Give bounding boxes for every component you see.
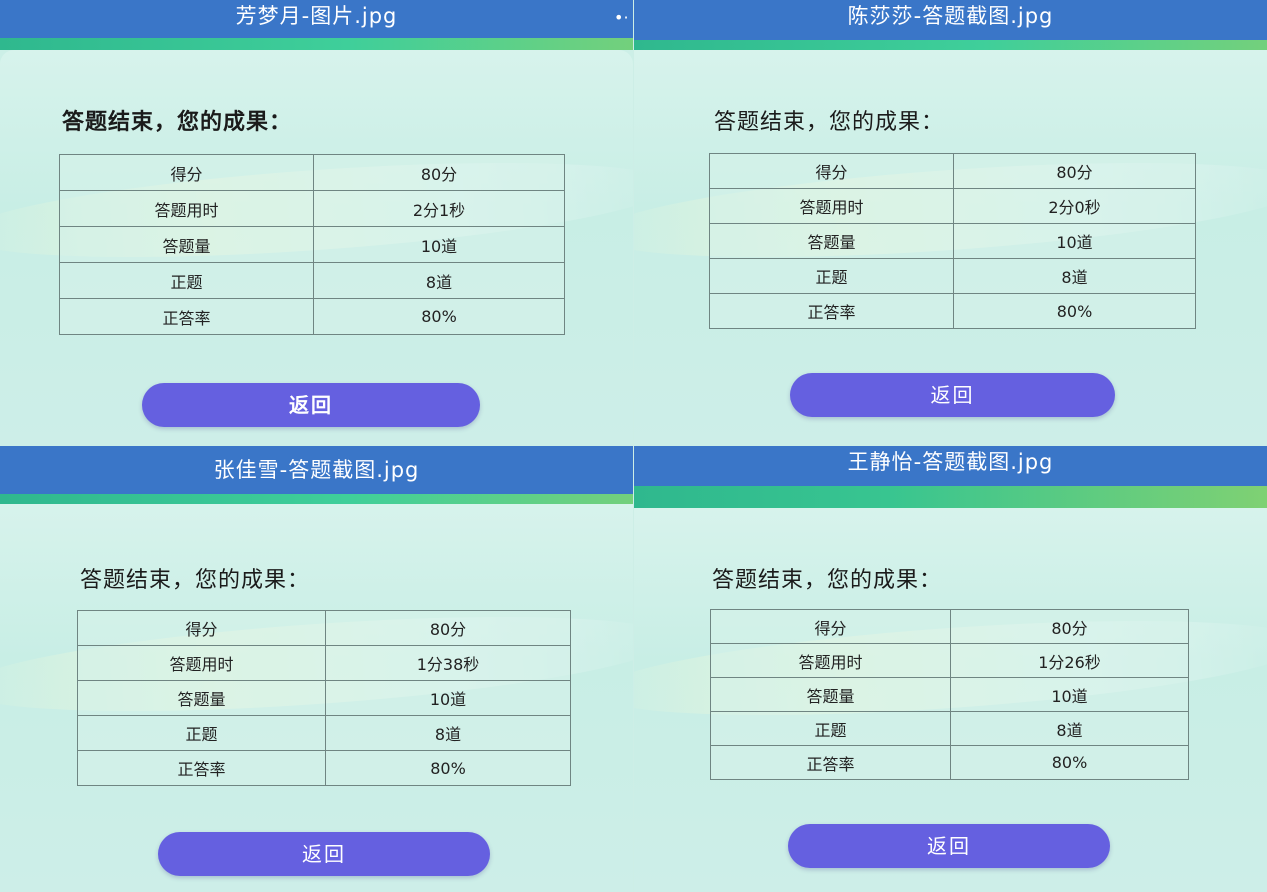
row-label: 正答率 — [709, 293, 954, 329]
back-button[interactable]: 返回 — [788, 824, 1110, 868]
row-label: 正题 — [59, 262, 314, 299]
row-value: 80% — [325, 750, 571, 786]
result-heading: 答题结束，您的成果： — [714, 110, 945, 135]
row-label: 答题用时 — [710, 643, 951, 678]
row-label: 正答率 — [710, 745, 951, 780]
row-label: 正题 — [77, 715, 326, 751]
row-label: 得分 — [77, 610, 326, 646]
row-value: 2分0秒 — [953, 188, 1196, 224]
row-label: 正题 — [709, 258, 954, 294]
row-value: 10道 — [953, 223, 1196, 259]
row-label: 答题用时 — [77, 645, 326, 681]
row-value: 80% — [950, 745, 1189, 780]
row-label: 正答率 — [77, 750, 326, 786]
row-value: 8道 — [325, 715, 571, 751]
row-value: 80分 — [953, 153, 1196, 189]
row-value: 80分 — [313, 154, 565, 191]
row-label: 正题 — [710, 711, 951, 746]
row-label: 正答率 — [59, 298, 314, 335]
result-heading: 答题结束，您的成果： — [80, 568, 311, 593]
back-button[interactable]: 返回 — [790, 373, 1115, 417]
row-value: 2分1秒 — [313, 190, 565, 227]
row-value: 8道 — [950, 711, 1189, 746]
row-value: 10道 — [313, 226, 565, 263]
separator-dots: •· — [614, 8, 629, 27]
row-value: 80分 — [950, 609, 1189, 644]
row-label: 得分 — [710, 609, 951, 644]
row-label: 答题量 — [59, 226, 314, 263]
row-value: 10道 — [325, 680, 571, 716]
row-value: 80% — [313, 298, 565, 335]
panel-title: 王静怡-答题截图.jpg — [634, 446, 1267, 486]
header-accent-bar — [0, 38, 633, 50]
row-label: 答题量 — [709, 223, 954, 259]
header-accent-bar — [634, 40, 1267, 52]
result-heading: 答题结束，您的成果： — [712, 568, 943, 593]
panel-title: 张佳雪-答题截图.jpg — [0, 446, 633, 496]
row-value: 10道 — [950, 677, 1189, 712]
row-label: 得分 — [709, 153, 954, 189]
row-label: 答题量 — [77, 680, 326, 716]
row-label: 得分 — [59, 154, 314, 191]
back-button[interactable]: 返回 — [142, 383, 480, 427]
row-label: 答题量 — [710, 677, 951, 712]
header-accent-bar — [0, 494, 633, 504]
panel-title: 芳梦月-图片.jpg — [0, 0, 633, 42]
row-value: 1分26秒 — [950, 643, 1189, 678]
panel-title: 陈莎莎-答题截图.jpg — [634, 0, 1267, 42]
row-value: 80% — [953, 293, 1196, 329]
row-value: 8道 — [313, 262, 565, 299]
row-label: 答题用时 — [709, 188, 954, 224]
row-value: 1分38秒 — [325, 645, 571, 681]
header-accent-bar — [634, 486, 1267, 508]
row-value: 8道 — [953, 258, 1196, 294]
row-value: 80分 — [325, 610, 571, 646]
result-heading: 答题结束，您的成果： — [62, 110, 293, 135]
row-label: 答题用时 — [59, 190, 314, 227]
back-button[interactable]: 返回 — [158, 832, 490, 876]
